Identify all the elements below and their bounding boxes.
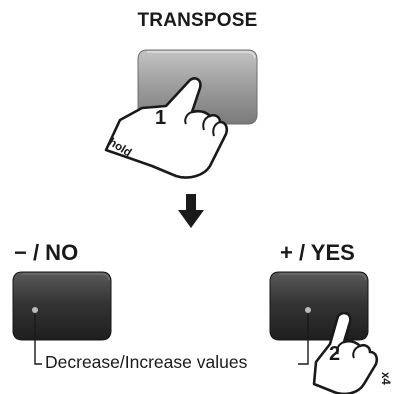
transpose-label: TRANSPOSE <box>137 10 258 31</box>
hand-press-icon: 1 hold <box>104 77 229 179</box>
step-2-number: 2 <box>329 343 340 365</box>
hand-press-icon-2: 2 x4 <box>312 311 391 394</box>
minus-no-label: − / NO <box>14 240 79 265</box>
step-1-number: 1 <box>155 107 166 129</box>
plus-yes-label: + / YES <box>280 240 355 265</box>
caption-decrease-increase-values: Decrease/Increase values <box>45 352 248 372</box>
minus-no-button[interactable] <box>12 271 112 341</box>
repeat-x4-text: x4 <box>379 372 391 385</box>
plus-yes-button[interactable] <box>269 271 369 341</box>
caption-bracket-line <box>34 313 309 365</box>
down-arrow-icon <box>178 194 204 228</box>
